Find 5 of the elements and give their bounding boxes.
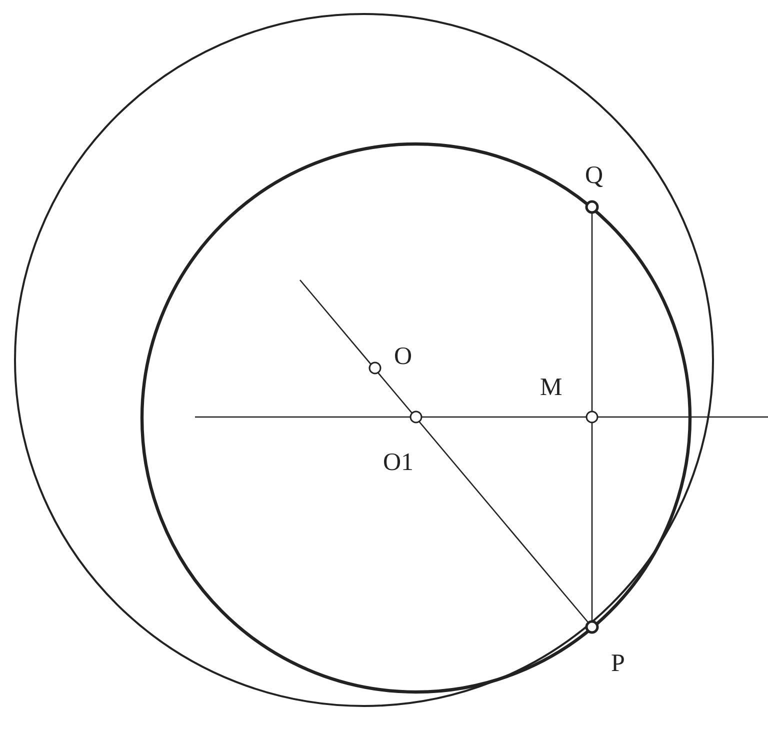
- point-label: Q: [585, 163, 604, 188]
- point-label: O: [394, 344, 412, 369]
- point-label: O1: [383, 450, 414, 475]
- point-label: P: [611, 651, 625, 676]
- point-label: M: [540, 375, 562, 400]
